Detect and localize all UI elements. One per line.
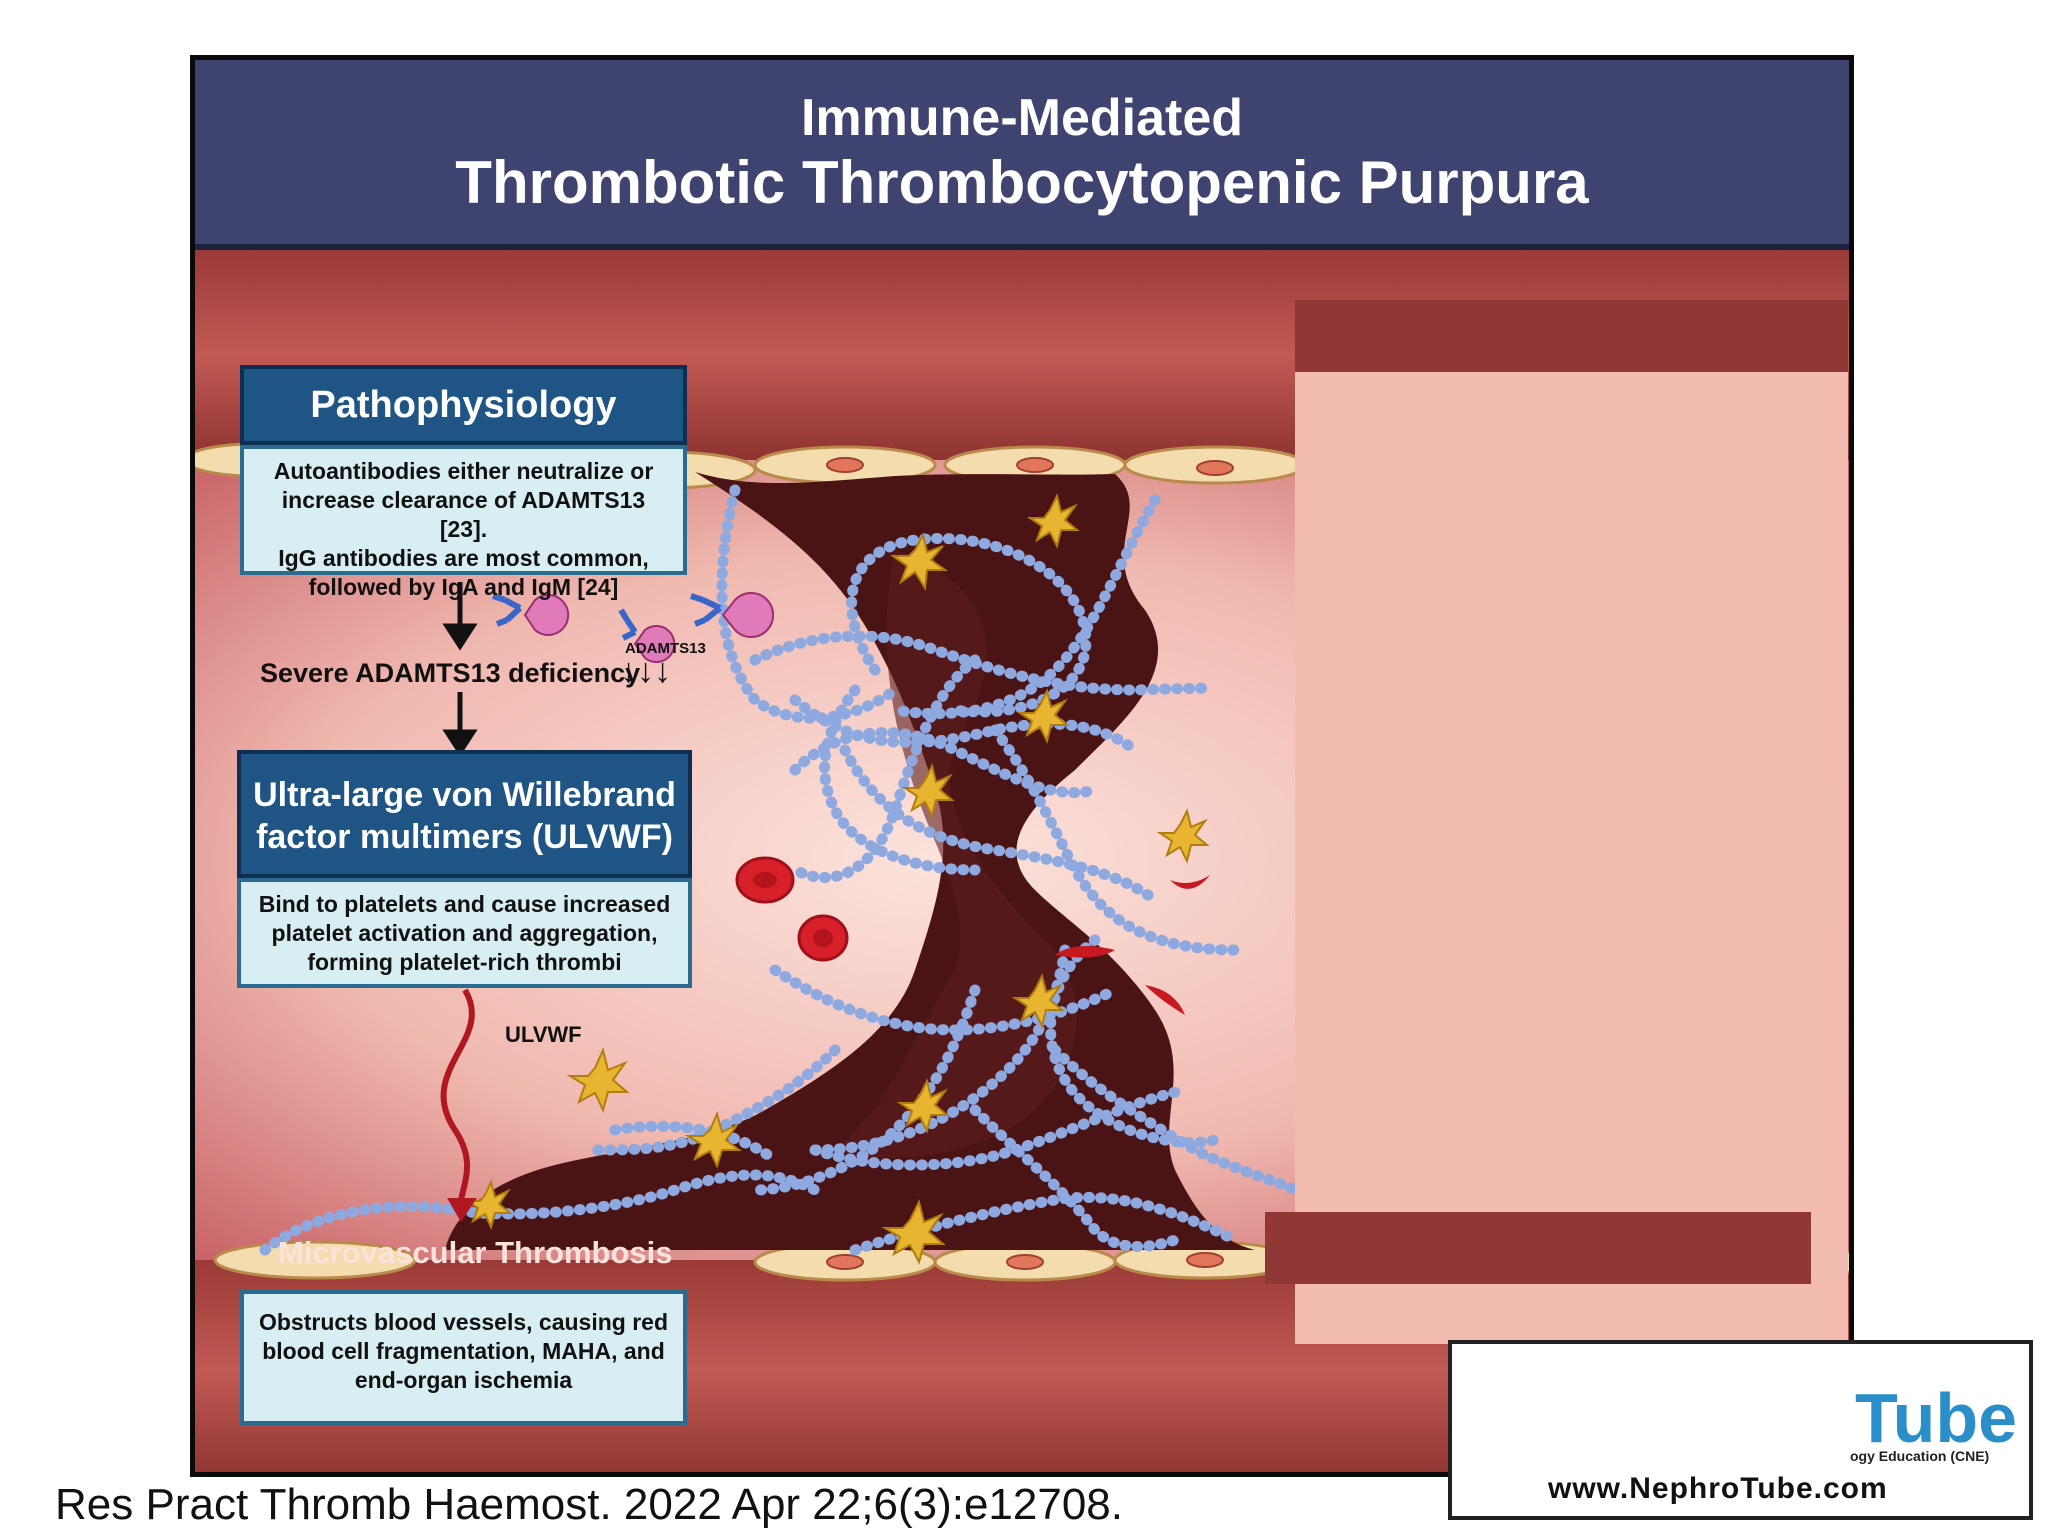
- logo-url: www.NephroTube.com: [1548, 1472, 1888, 1505]
- red-flow-arrowhead: [447, 1198, 477, 1222]
- thrombosis-line-2: blood cell fragmentation, MAHA, and: [262, 1338, 665, 1364]
- adamts13-label: ADAMTS13: [625, 640, 706, 657]
- red-blood-cells: [735, 856, 1210, 1015]
- thrombosis-line-3: end-organ ischemia: [354, 1367, 573, 1393]
- pathophysiology-heading: Pathophysiology: [240, 365, 687, 445]
- nephrotube-logo-box: [1448, 1340, 2033, 1520]
- title-banner: Immune-Mediated Thrombotic Thrombocytope…: [195, 60, 1849, 250]
- thrombosis-text: Obstructs blood vessels, causing red blo…: [240, 1290, 687, 1425]
- deficiency-label: Severe ADAMTS13 deficiency: [260, 658, 641, 688]
- ulvwf-line-2: platelet activation and aggregation,: [271, 920, 658, 946]
- thrombosis-line-1: Obstructs blood vessels, causing red: [258, 1309, 668, 1335]
- pathophysiology-line-4: followed by IgA and IgM [24]: [308, 574, 619, 600]
- logo-tube-text: Tube: [1855, 1379, 2018, 1457]
- figure-frame: Immune-Mediated Thrombotic Thrombocytope…: [190, 55, 1854, 1477]
- citation: Res Pract Thromb Haemost. 2022 Apr 22;6(…: [55, 1480, 1123, 1529]
- overlay-panel-top: [1295, 300, 1848, 372]
- ulvwf-heading: Ultra-large von Willebrand factor multim…: [237, 750, 692, 878]
- pathophysiology-line-2: increase clearance of ADAMTS13 [23].: [281, 487, 646, 542]
- ulvwf-label: ULVWF: [505, 1022, 582, 1047]
- pathophysiology-line-1: Autoantibodies either neutralize or: [273, 458, 654, 484]
- ulvwf-line-3: forming platelet-rich thrombi: [307, 949, 622, 975]
- ulvwf-heading-line-2: factor multimers (ULVWF): [256, 818, 673, 856]
- ulvwf-line-1: Bind to platelets and cause increased: [258, 891, 671, 917]
- ulvwf-text: Bind to platelets and cause increased pl…: [237, 878, 692, 988]
- pathophysiology-text: Autoantibodies either neutralize or incr…: [240, 445, 687, 600]
- title-line-2: Thrombotic Thrombocytopenic Purpura: [455, 149, 1589, 216]
- red-flow-arrow: [440, 988, 475, 1201]
- overlay-panel-bottom: [1265, 1212, 1811, 1284]
- pathophysiology-line-3: IgG antibodies are most common,: [278, 545, 649, 571]
- overlay-panel: [1295, 372, 1848, 1344]
- thrombosis-heading: Microvascular Thrombosis: [278, 1235, 673, 1270]
- title-line-1: Immune-Mediated: [800, 89, 1244, 147]
- decrease-arrows: ↓↓↓: [620, 652, 671, 690]
- platelets: [463, 493, 1210, 1265]
- logo-subtitle: ogy Education (CNE): [1850, 1448, 1990, 1464]
- ulvwf-heading-line-1: Ultra-large von Willebrand: [253, 776, 676, 814]
- antibody-adamts13-complexes: [492, 592, 775, 663]
- flow-arrows: [442, 582, 478, 757]
- vwf-strands: [259, 484, 1301, 1256]
